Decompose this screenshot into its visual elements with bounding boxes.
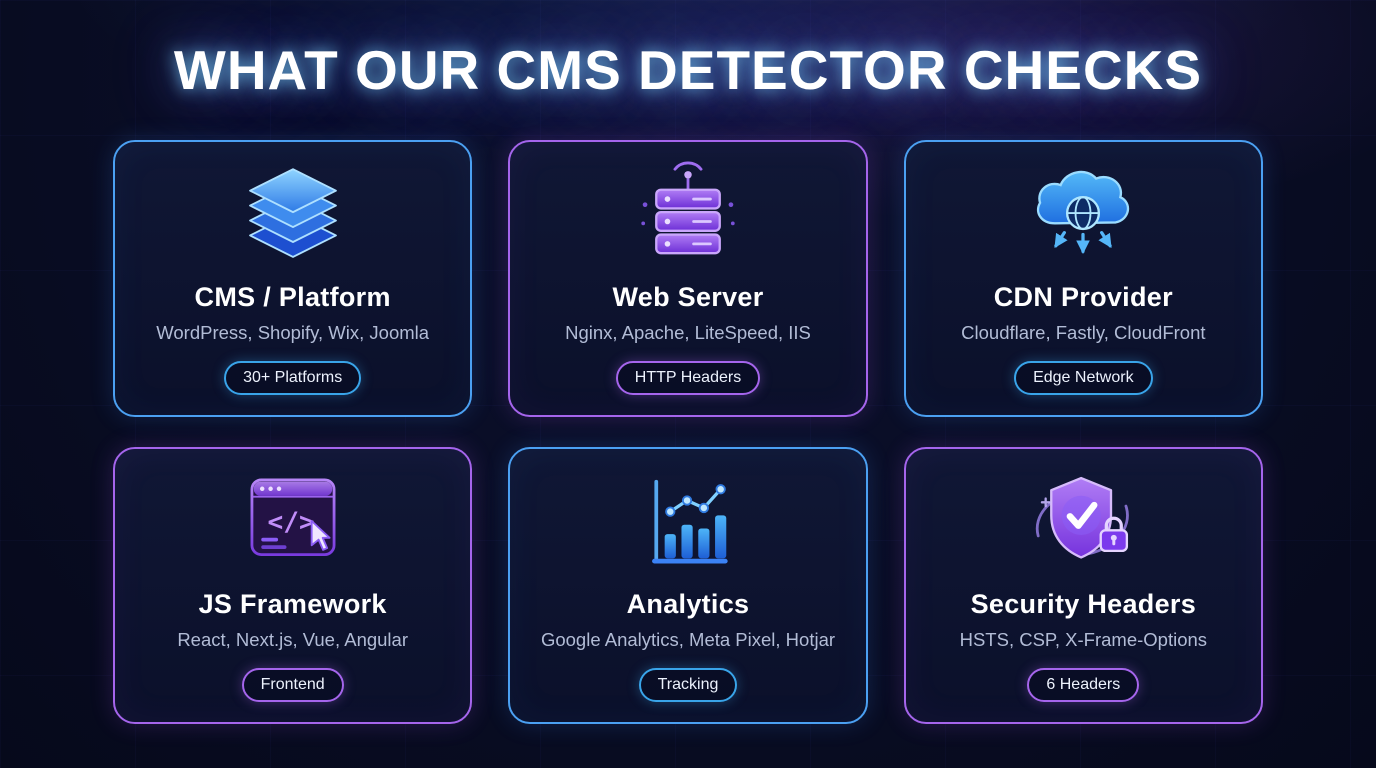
shield-check-icon: [1027, 465, 1139, 577]
card-subtitle: HSTS, CSP, X-Frame-Options: [959, 629, 1208, 650]
card-badge: HTTP Headers: [615, 361, 761, 395]
card-cdn-provider: CDN Provider Cloudflare, Fastly, CloudFr…: [903, 140, 1263, 417]
cdn-cloud-icon: [1027, 158, 1139, 270]
card-title: JS Framework: [198, 589, 387, 619]
card-subtitle: React, Next.js, Vue, Angular: [177, 629, 408, 650]
page-title: WHAT OUR CMS DETECTOR CHECKS: [173, 39, 1203, 101]
server-rack-icon: [632, 158, 744, 270]
code-window-icon: </>: [237, 465, 349, 577]
card-badge: Tracking: [638, 668, 738, 702]
layers-icon: [237, 158, 349, 270]
card-subtitle: Cloudflare, Fastly, CloudFront: [961, 322, 1206, 343]
card-title: Analytics: [626, 589, 750, 619]
card-badge: Frontend: [241, 668, 344, 702]
card-cms-platform: CMS / Platform WordPress, Shopify, Wix, …: [113, 140, 473, 417]
card-subtitle: Google Analytics, Meta Pixel, Hotjar: [540, 629, 836, 650]
card-title: Security Headers: [970, 589, 1197, 619]
card-title: CMS / Platform: [194, 282, 391, 312]
card-title: CDN Provider: [993, 282, 1173, 312]
card-subtitle: Nginx, Apache, LiteSpeed, IIS: [565, 322, 811, 343]
card-badge: 30+ Platforms: [224, 361, 362, 395]
card-badge: 6 Headers: [1027, 668, 1140, 702]
card-js-framework: </> JS Framework React, Next.js, Vue, An…: [113, 447, 473, 724]
card-security-headers: Security Headers HSTS, CSP, X-Frame-Opti…: [903, 447, 1263, 724]
card-analytics: Analytics Google Analytics, Meta Pixel, …: [508, 447, 868, 724]
card-title: Web Server: [612, 282, 764, 312]
cards-grid: CMS / Platform WordPress, Shopify, Wix, …: [113, 140, 1263, 724]
bar-chart-icon: [632, 465, 744, 577]
card-subtitle: WordPress, Shopify, Wix, Joomla: [156, 322, 430, 343]
card-badge: Edge Network: [1014, 361, 1153, 395]
card-web-server: Web Server Nginx, Apache, LiteSpeed, IIS…: [508, 140, 868, 417]
svg-text:</>: </>: [267, 507, 314, 537]
